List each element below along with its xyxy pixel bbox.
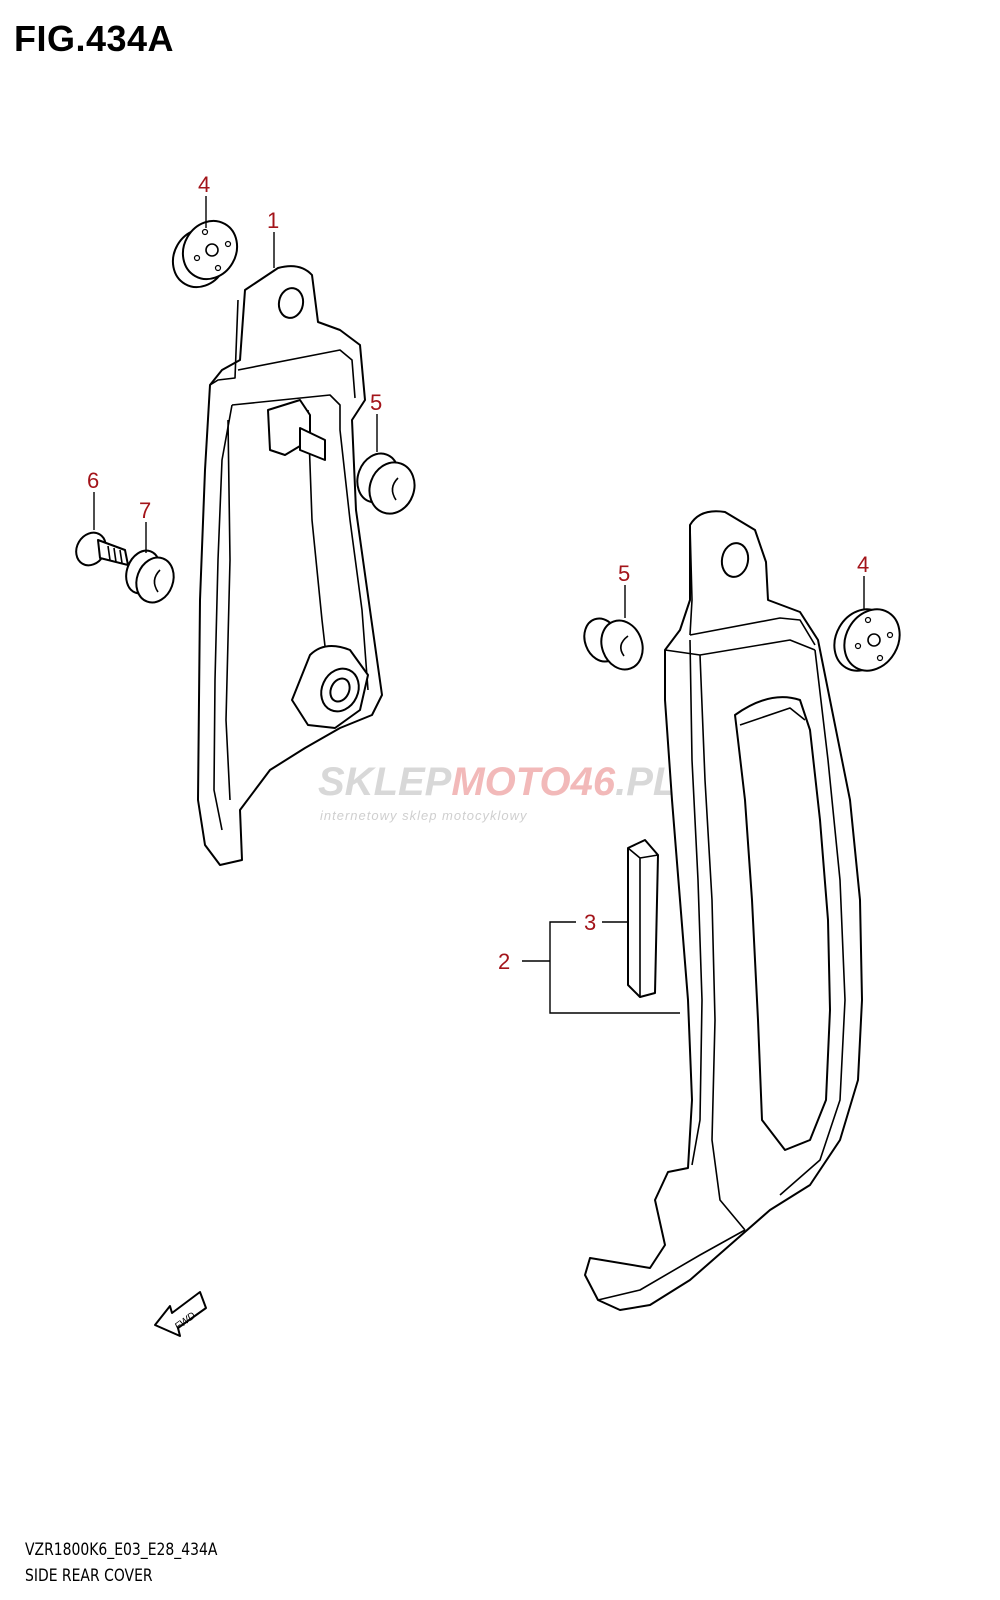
callout-labels: 4 1 5 6 7 5 4 3 2 <box>87 172 869 974</box>
watermark-brand-c: 46 <box>570 760 616 804</box>
figure-title: FIG.434A <box>14 18 175 59</box>
part-7-spacer <box>125 549 175 604</box>
callout-7: 7 <box>139 498 151 523</box>
watermark: SKLEPMOTO46.PL internetowy sklep motocyk… <box>318 760 677 823</box>
svg-text:SKLEPMOTO46.PL: SKLEPMOTO46.PL <box>318 760 677 804</box>
figure-code: VZR1800K6_E03_E28_434A <box>25 1540 218 1560</box>
figure-description: SIDE REAR COVER <box>25 1566 153 1586</box>
callout-5-right: 5 <box>618 561 630 586</box>
part-1-side-cover-bracket <box>197 265 383 866</box>
leader-lines <box>93 196 865 1014</box>
callout-4-left: 4 <box>198 172 210 197</box>
callout-1: 1 <box>267 208 279 233</box>
callout-6: 6 <box>87 468 99 493</box>
part-2-side-rear-cover <box>584 510 863 1311</box>
callout-5-left: 5 <box>370 390 382 415</box>
watermark-brand-b: MOTO <box>451 760 570 804</box>
watermark-tagline: internetowy sklep motocyklowy <box>320 808 528 823</box>
part-4-grommet-left <box>171 219 239 289</box>
part-5-collar-left <box>356 452 416 515</box>
watermark-brand-d: .PL <box>615 760 677 804</box>
callout-3: 3 <box>584 910 596 935</box>
fwd-arrow-icon: FWD <box>154 1291 207 1337</box>
callout-2: 2 <box>498 949 510 974</box>
part-4-grommet-right <box>833 608 901 672</box>
part-5-collar-right <box>583 617 644 671</box>
callout-4-right: 4 <box>857 552 869 577</box>
watermark-brand-a: SKLEP <box>318 760 452 804</box>
part-3-emblem <box>627 839 659 998</box>
part-6-bolt <box>75 531 129 567</box>
